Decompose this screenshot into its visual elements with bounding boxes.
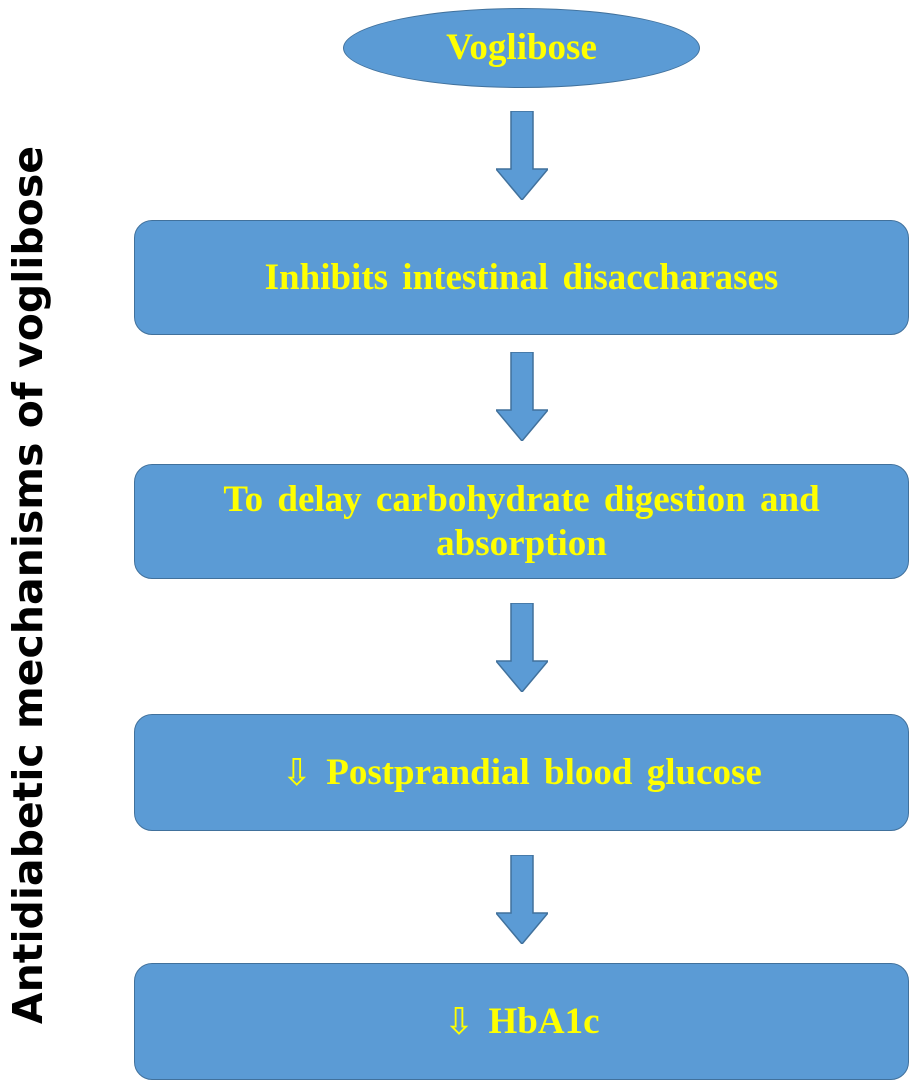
start-node-label: Voglibose [446,27,597,68]
flow-arrow-3 [496,603,548,692]
step-4-label: HbA1c [488,1000,600,1042]
step-delay-digestion: To delay carbohydrate digestion and abso… [134,464,909,579]
flow-arrow-1 [496,111,548,200]
step-postprandial-glucose: ⇩ Postprandial blood glucose [134,714,909,831]
decrease-arrow-icon: ⇩ [281,750,313,794]
step-2-label: To delay carbohydrate digestion and abso… [223,478,820,564]
decrease-arrow-icon: ⇩ [443,999,475,1043]
flow-arrow-4 [496,855,548,944]
step-3-label: Postprandial blood glucose [326,751,762,793]
step-1-label: Inhibits intestinal disaccharases [264,256,779,298]
step-inhibits-disaccharases: Inhibits intestinal disaccharases [134,220,909,335]
start-node-voglibose: Voglibose [343,8,700,88]
flow-arrow-2 [496,352,548,441]
diagram-side-title: Antidiabetic mechanisms of voglibose [4,145,52,1025]
step-hba1c: ⇩ HbA1c [134,963,909,1080]
